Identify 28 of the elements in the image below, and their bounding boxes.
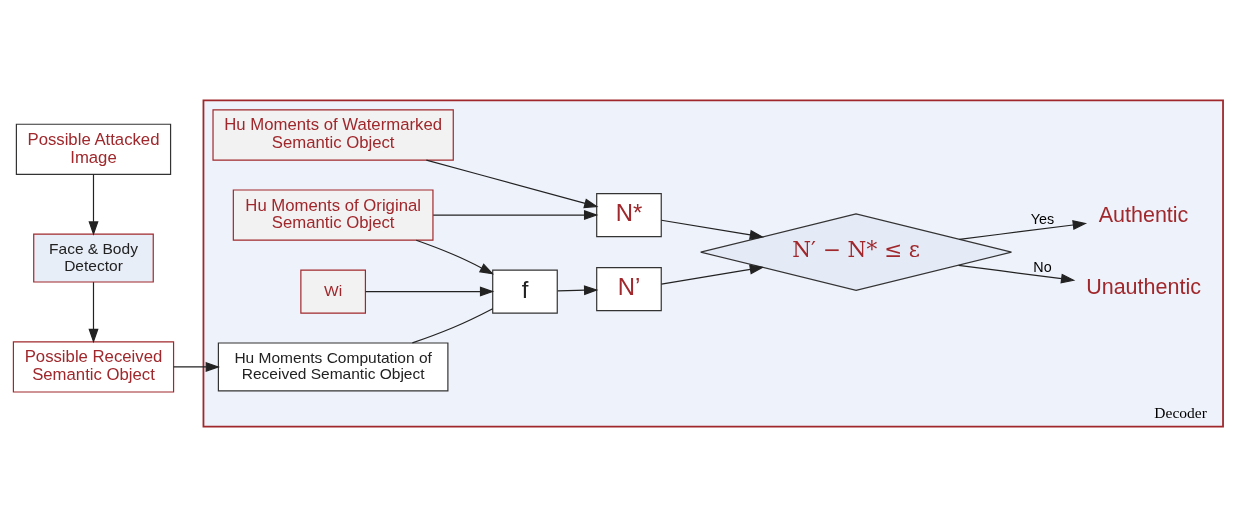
arrow (88, 173, 99, 236)
arrow (173, 361, 220, 372)
node-box: Hu Moments of Watermarked Semantic Object (212, 108, 454, 161)
node-box: f (492, 268, 558, 314)
node-diamond: N′ − N* ≤ ε (700, 212, 1013, 291)
connector (411, 307, 494, 343)
arrow (432, 209, 599, 220)
node-box: N* (596, 192, 662, 237)
arrow (557, 284, 599, 295)
node-box: Wi (300, 268, 367, 314)
node-box: Hu Moments Computation of Received Semantic Object (217, 341, 449, 391)
arrow (660, 264, 765, 285)
edge-label: No (1033, 258, 1052, 275)
arrow (660, 219, 765, 240)
arrow (958, 264, 1076, 284)
node-text: Authentic (1098, 202, 1189, 227)
node-box: Face & Body Detector (33, 233, 154, 283)
node-box: Possible Attacked Image (15, 123, 172, 175)
edge-label: Yes (1030, 210, 1055, 227)
arrow (958, 219, 1088, 240)
node-text: Unauthentic (1086, 274, 1201, 299)
arrow (365, 286, 495, 297)
arrow (88, 281, 99, 343)
node-box: N’ (596, 266, 662, 311)
node-box: Possible Received Semantic Object (12, 340, 175, 393)
arrow (425, 159, 599, 208)
arrow (415, 239, 494, 274)
node-box: Hu Moments of Original Semantic Object (232, 188, 434, 241)
